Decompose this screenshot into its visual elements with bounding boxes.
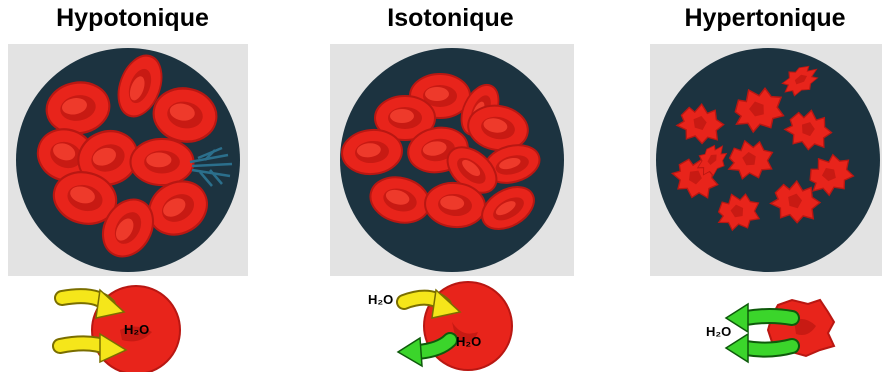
arrow-in-icon xyxy=(54,288,126,319)
h2o-label-isotonic-in: H₂O xyxy=(368,292,394,307)
h2o-label-hypertonic: H₂O xyxy=(706,324,732,339)
h2o-label-hypotonic: H₂O xyxy=(124,322,150,337)
arrow-out-icon xyxy=(724,302,800,334)
arrow-in-icon xyxy=(396,288,462,319)
title-hypertonic: Hypertonique xyxy=(684,4,846,32)
title-isotonic: Isotonique xyxy=(387,4,514,32)
h2o-label-isotonic-out: H₂O xyxy=(456,334,482,349)
title-hypotonic: Hypotonique xyxy=(56,4,209,32)
arrow-in-icon xyxy=(52,332,128,364)
cell-burst-icon xyxy=(189,146,233,187)
arrow-out-icon xyxy=(396,332,458,368)
arrow-out-icon xyxy=(724,332,800,364)
